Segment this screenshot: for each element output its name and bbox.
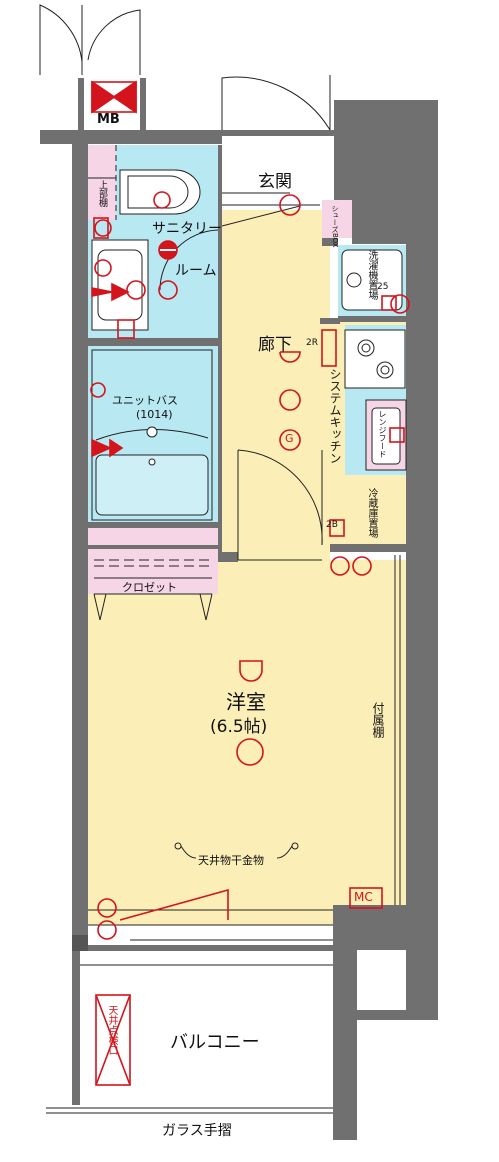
entrance-label: 玄関	[258, 172, 292, 192]
ceiling-hanger-symbol	[174, 842, 299, 859]
shoe-box-label: シューズBOX	[331, 205, 339, 248]
washbasin	[91, 239, 149, 331]
closet-area	[88, 528, 218, 594]
western-room-label: 洋室	[226, 690, 266, 714]
balcony-label: バルコニー	[170, 1032, 260, 1053]
unit-bath-size: (1014)	[136, 408, 173, 421]
upper-shelf-label: 上部棚	[97, 180, 107, 207]
unit-bath-label: ユニットバス	[112, 394, 178, 407]
system-kitchen-label: システムキッチン	[328, 368, 342, 464]
ac-mark: 2R	[306, 338, 318, 348]
attached-shelf-label: 付属棚	[371, 702, 385, 738]
kitchen-sink	[365, 399, 407, 471]
gas-mark: G	[285, 432, 294, 445]
mc-label: MC	[354, 890, 373, 904]
upper-shelf-area	[88, 145, 116, 220]
closet-label: クロゼット	[122, 581, 177, 594]
hallway-floor	[222, 205, 330, 565]
room-label-sanitary: ルーム	[175, 263, 217, 279]
electrical-symbols	[90, 80, 410, 1086]
fridge-space-label: 冷蔵庫置場	[366, 488, 377, 538]
stove	[344, 329, 406, 389]
entrance-floor	[222, 140, 330, 210]
range-hood-label: レンジフード	[378, 410, 387, 458]
western-room-floor	[88, 560, 406, 925]
walls	[40, 78, 438, 1140]
window-hatch-label: 天井点検口	[106, 1005, 117, 1055]
shoe-box-area	[322, 200, 352, 238]
washing-machine-pan	[341, 249, 403, 311]
ceiling-hanger-label: 天井物干金物	[198, 854, 264, 867]
pillar-left-bottom	[72, 935, 88, 951]
washer-space-label: 洗濯機置場	[366, 250, 377, 300]
sanitary-label: サニタリー	[152, 221, 222, 237]
hallway-label: 廊下	[258, 335, 292, 355]
ac-mark-2: 2B	[326, 520, 338, 530]
bathtub	[91, 349, 213, 521]
outlet-25: 25	[377, 282, 389, 292]
mb-label: MB	[97, 112, 120, 127]
room-size-label: (6.5帖)	[210, 717, 268, 737]
glass-railing-label: ガラス手摺	[162, 1123, 232, 1139]
